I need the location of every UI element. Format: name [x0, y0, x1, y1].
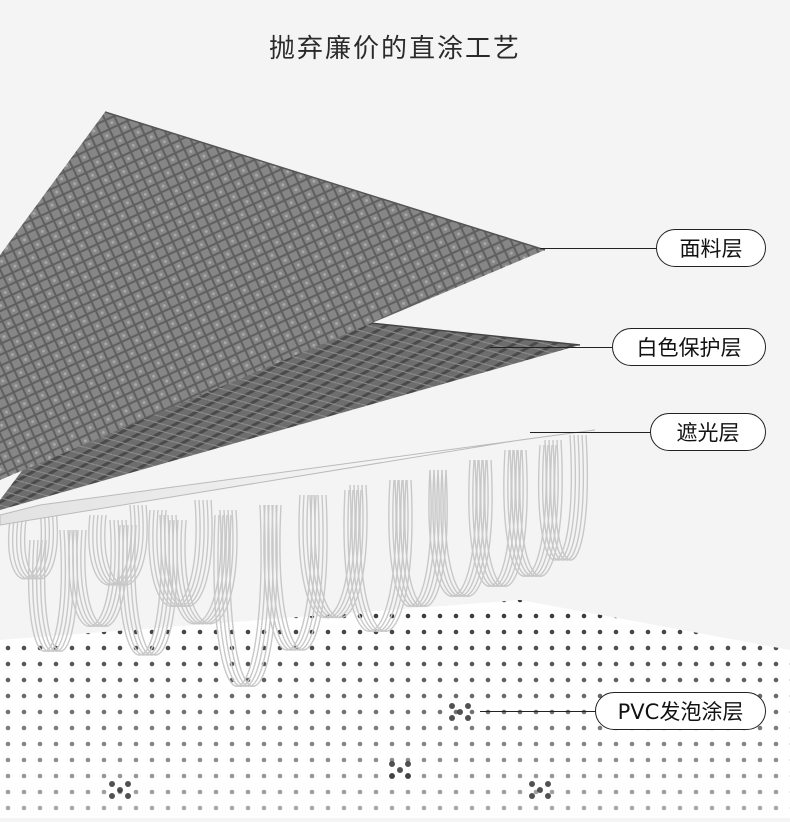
callout-label: 遮光层 — [677, 417, 740, 447]
callout-pvc-layer: PVC发泡涂层 — [595, 692, 766, 730]
fiber-loop — [73, 520, 115, 626]
callout-label: 白色保护层 — [637, 332, 742, 362]
callout-protective-layer: 白色保护层 — [612, 328, 766, 366]
pvc-layer-leader — [480, 711, 597, 712]
page-subtitle: 抛弃廉价的直涂工艺 — [0, 28, 790, 65]
callout-label: PVC发泡涂层 — [618, 696, 744, 726]
callout-blackout-layer: 遮光层 — [650, 413, 766, 451]
fiber-loop — [81, 520, 123, 626]
callout-fabric-layer: 面料层 — [656, 229, 766, 267]
fabric-layer-leader — [540, 248, 658, 249]
fiber-loop — [77, 520, 119, 626]
blackout-layer-leader — [530, 432, 652, 433]
callout-label: 面料层 — [680, 233, 743, 263]
protective-layer-leader — [490, 347, 614, 348]
